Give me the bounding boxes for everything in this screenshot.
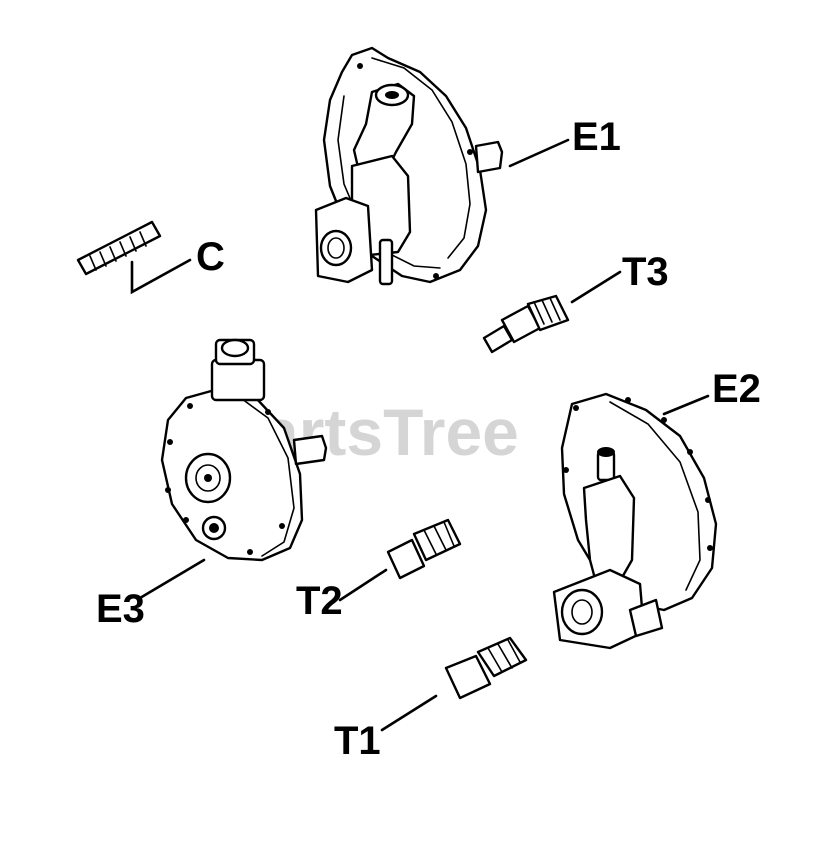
leader-c [130,258,192,295]
leader-lines [130,138,710,732]
label-t1: T1 [334,719,381,763]
leader-e3 [138,558,206,600]
label-c: C [196,235,225,279]
part-e3-regulator[interactable] [160,338,328,562]
part-t2-fitting[interactable] [386,518,462,580]
label-e2: E2 [712,367,761,411]
leader-t2 [338,568,388,602]
label-e1: E1 [572,115,621,159]
leader-t1 [380,694,438,732]
part-t1-fitting[interactable] [444,636,528,700]
leader-e2 [662,394,710,416]
part-e1-regulator[interactable] [314,46,504,286]
label-e3: E3 [96,587,145,631]
part-e2-regulator[interactable] [552,392,718,650]
label-t2: T2 [296,579,343,623]
part-c-stud[interactable] [76,220,162,276]
leader-e1 [508,138,570,168]
part-t3-fitting[interactable] [482,294,570,354]
label-t3: T3 [622,250,669,294]
leader-t3 [570,270,622,304]
